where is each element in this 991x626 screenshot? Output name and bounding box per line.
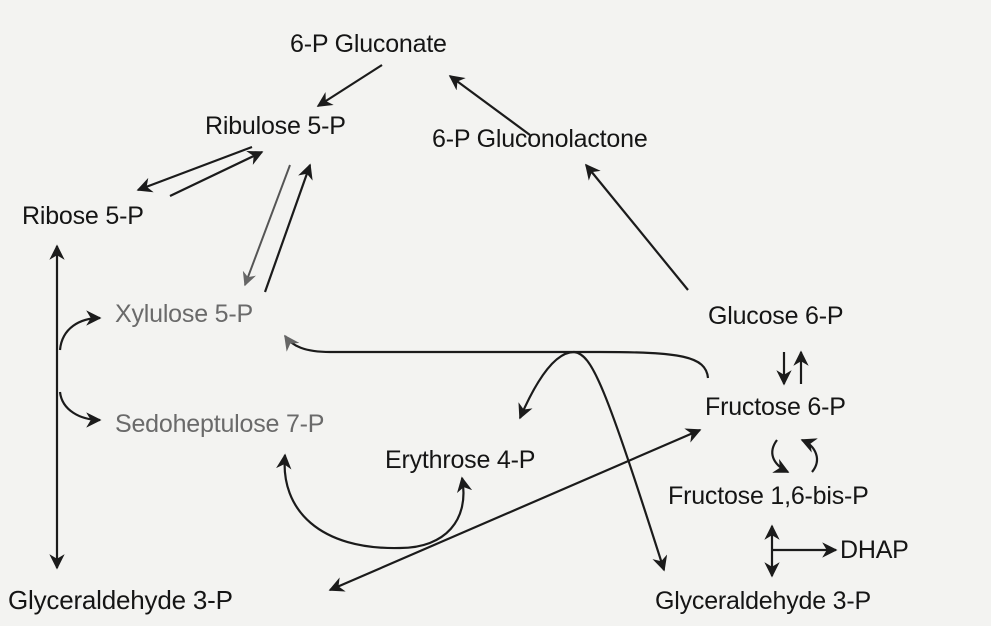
arrow-ribulose-to-ribose — [136, 145, 253, 193]
node-glucose-6p: Glucose 6-P — [708, 302, 844, 330]
arrow-branch-to-xylulose — [58, 310, 102, 351]
arrow-gluconate-to-ribulose — [316, 64, 383, 107]
node-erythrose-4p: Erythrose 4-P — [385, 446, 536, 474]
node-xylulose-5p: Xylulose 5-P — [115, 300, 253, 328]
arrow-gluconolactone-to-gluconate — [448, 75, 531, 136]
node-dhap: DHAP — [840, 536, 909, 564]
arrow-fructose-to-xylulose — [284, 334, 710, 379]
arrow-f6p-to-f16bp — [771, 439, 790, 473]
node-6p-gluconate: 6-P Gluconate — [290, 30, 447, 58]
node-fructose-16-bisp: Fructose 1,6-bis-P — [668, 482, 869, 510]
arrow-fructose-g3p-left — [328, 428, 702, 592]
node-ribulose-5p: Ribulose 5-P — [205, 112, 346, 140]
arrow-branch-to-sedoheptulose — [58, 391, 102, 428]
arrow-xylulose-to-ribulose — [263, 163, 313, 293]
arrow-ribulose-to-xylulose — [242, 164, 291, 287]
node-6p-gluconolactone: 6-P Gluconolactone — [432, 125, 648, 153]
arrow-f16bp-to-f6p — [800, 438, 819, 473]
node-sedoheptulose-7p: Sedoheptulose 7-P — [115, 410, 325, 438]
node-fructose-6p: Fructose 6-P — [705, 393, 846, 421]
arrow-ribose-to-ribulose — [169, 151, 264, 197]
arrow-sedoheptulose-erythrose — [276, 453, 473, 550]
arrow-glucose-to-gluconolactone — [585, 163, 689, 291]
arrow-arch-erythrose-g3p — [518, 350, 668, 572]
node-glyceraldehyde-3p-left: Glyceraldehyde 3-P — [8, 585, 233, 615]
node-ribose-5p: Ribose 5-P — [22, 202, 144, 230]
node-glyceraldehyde-3p-right: Glyceraldehyde 3-P — [655, 587, 871, 615]
